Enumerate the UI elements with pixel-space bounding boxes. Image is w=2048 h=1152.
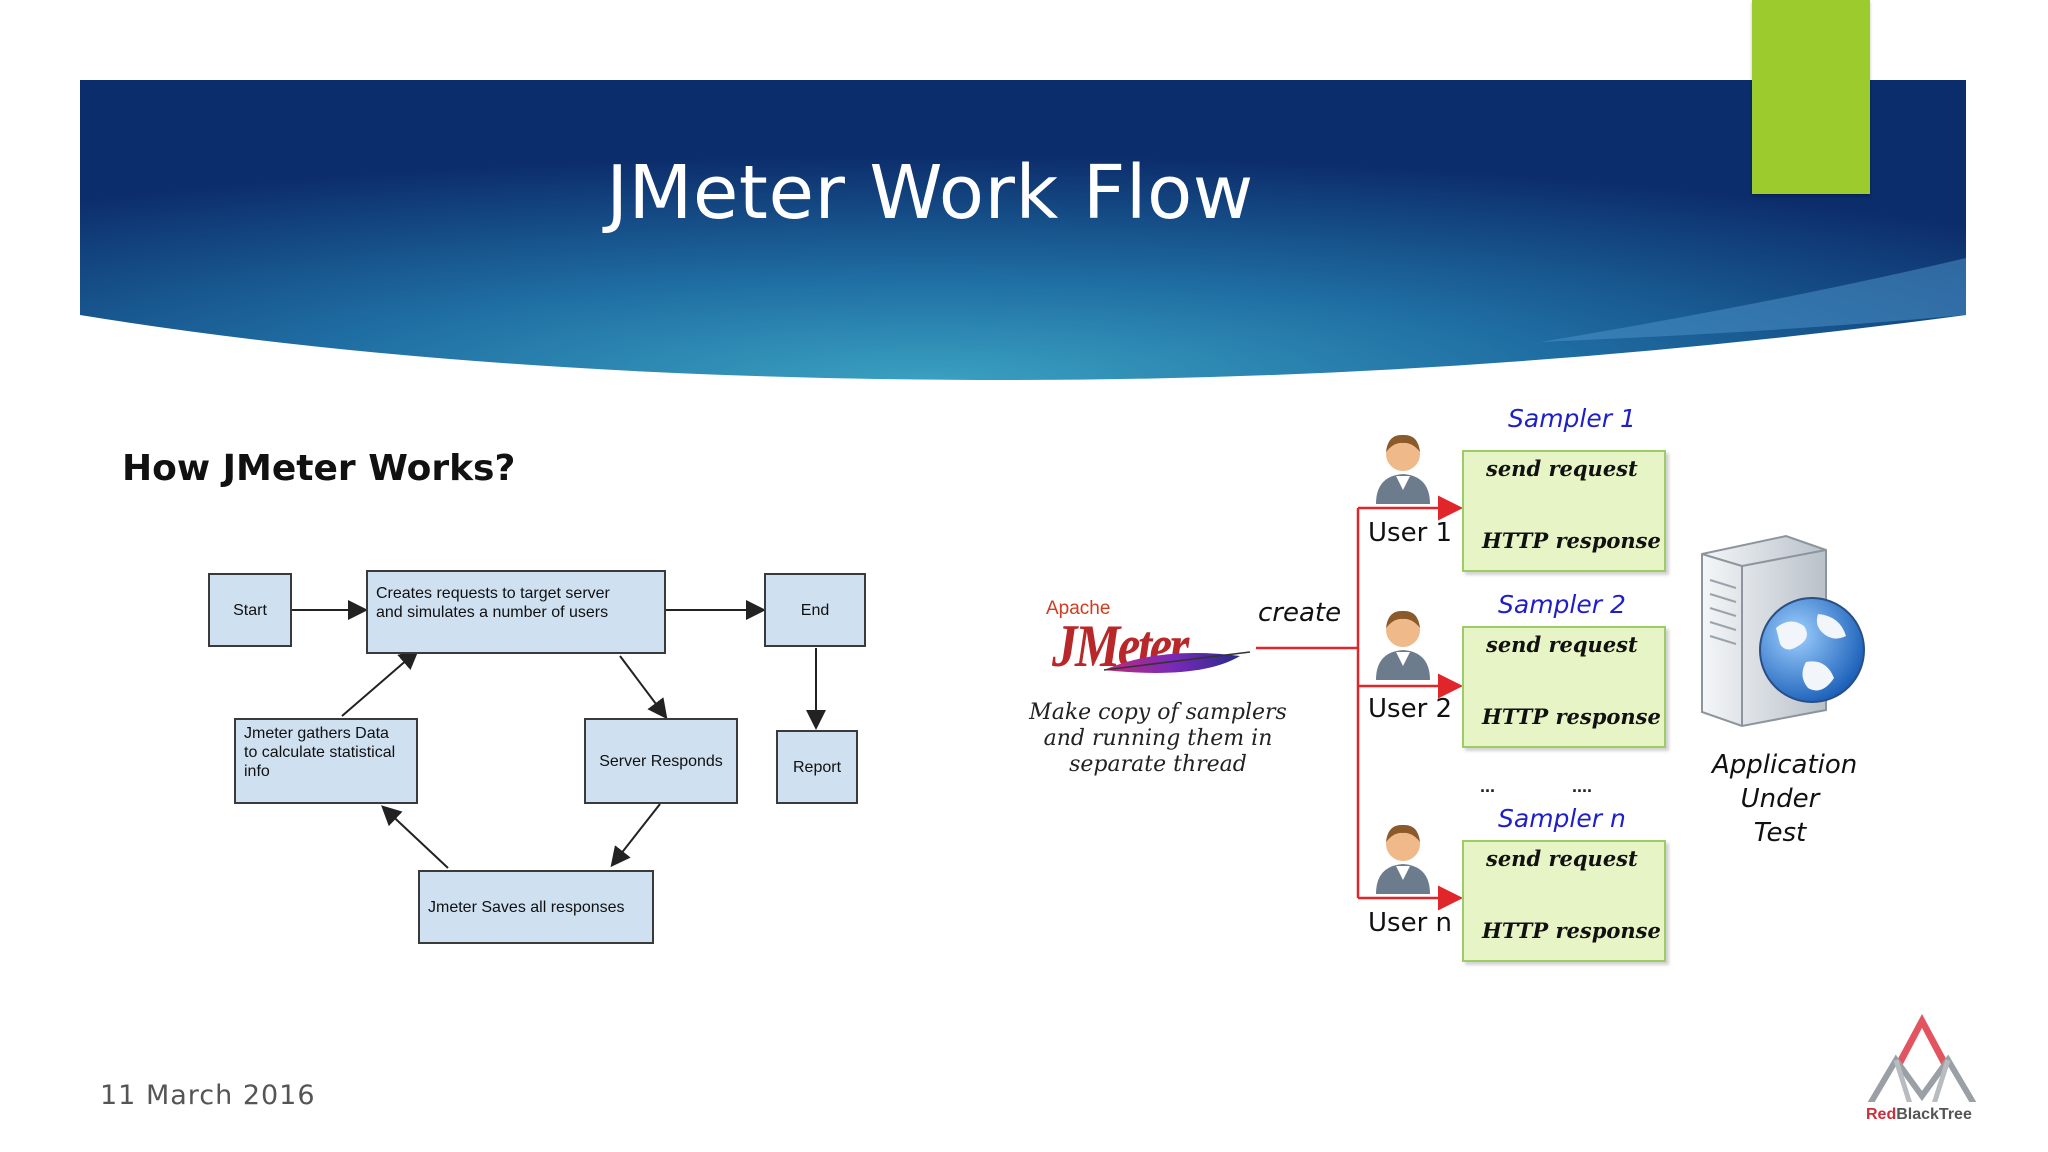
- application-under-test-label: Application Under Test: [1712, 748, 1858, 850]
- apache-label: Apache: [1046, 598, 1111, 619]
- end-box: End: [764, 573, 866, 647]
- start-box: Start: [208, 573, 292, 647]
- logo-icon: [1867, 1014, 1977, 1102]
- sampler-2-response: HTTP response: [1482, 704, 1661, 729]
- create-requests-line2: and simulates a number of users: [376, 604, 609, 621]
- sampler-1-title: Sampler 1: [1508, 404, 1636, 433]
- footer-date: 11 March 2016: [100, 1080, 316, 1111]
- sampler-1-box: send request HTTP response: [1462, 450, 1666, 572]
- gathers-line1: Jmeter gathers Data: [244, 725, 389, 742]
- user-icon: [1376, 824, 1430, 894]
- flowchart-heading: How JMeter Works?: [122, 448, 516, 489]
- sampler-2-request: send request: [1486, 632, 1638, 657]
- caption-line1: Make copy of samplers: [1029, 700, 1287, 725]
- create-label: create: [1258, 598, 1342, 628]
- app-line1: Application: [1712, 750, 1858, 780]
- user-1-label: User 1: [1368, 518, 1453, 548]
- gathers-line2: to calculate statistical: [244, 744, 396, 761]
- sampler-n-box: send request HTTP response: [1462, 840, 1666, 962]
- caption-line2: and running them in: [1043, 726, 1273, 751]
- feather-icon: [1103, 651, 1251, 673]
- user-2-label: User 2: [1368, 694, 1453, 724]
- sampler-1-request: send request: [1486, 456, 1638, 481]
- user-n-label: User n: [1368, 908, 1453, 938]
- caption-line3: separate thread: [1069, 752, 1247, 777]
- user-icon: [1376, 434, 1430, 504]
- gathers-data-box: Jmeter gathers Data to calculate statist…: [234, 718, 418, 804]
- sampler-n-title: Sampler n: [1498, 804, 1626, 833]
- ellipsis-left: ...: [1480, 776, 1496, 796]
- jmeter-caption: Make copy of samplers and running them i…: [1028, 700, 1288, 778]
- header-banner: [80, 80, 1966, 380]
- create-requests-box: Creates requests to target server and si…: [366, 570, 666, 654]
- ellipsis-right: ....: [1572, 776, 1593, 796]
- report-box: Report: [776, 730, 858, 804]
- create-requests-line1: Creates requests to target server: [376, 585, 610, 602]
- server-responds-box: Server Responds: [584, 718, 738, 804]
- globe-icon: [1759, 597, 1865, 703]
- accent-bar: [1752, 0, 1870, 194]
- sampler-1-response: HTTP response: [1482, 528, 1661, 553]
- saves-responses-box: Jmeter Saves all responses: [418, 870, 654, 944]
- server-icon: [1701, 534, 1865, 728]
- brand-name: RedBlackTree: [1866, 1106, 1972, 1124]
- brand-name-red: Red: [1866, 1106, 1897, 1123]
- brand-name-dark: BlackTree: [1896, 1106, 1972, 1123]
- sampler-2-box: send request HTTP response: [1462, 626, 1666, 748]
- slide-title: JMeter Work Flow: [606, 150, 1254, 236]
- app-line2: Under Test: [1740, 784, 1820, 848]
- sampler-2-title: Sampler 2: [1498, 590, 1626, 619]
- gathers-line3: info: [244, 763, 270, 780]
- sampler-n-request: send request: [1486, 846, 1638, 871]
- sampler-n-response: HTTP response: [1482, 918, 1661, 943]
- user-icon: [1376, 610, 1430, 680]
